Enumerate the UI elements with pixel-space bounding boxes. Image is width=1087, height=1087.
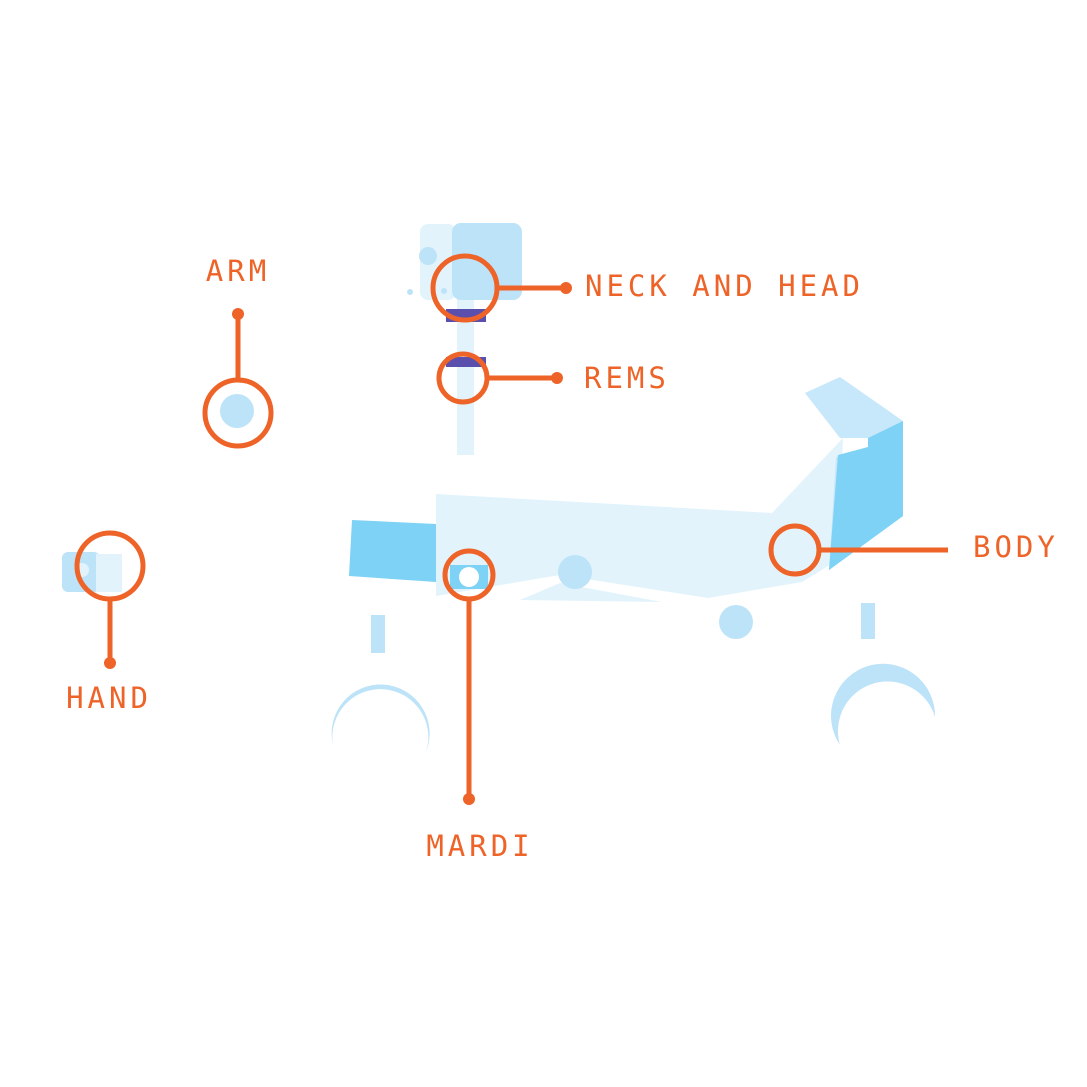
rems-dot: [551, 372, 563, 384]
mardi-dot: [463, 793, 475, 805]
callout-hand: HAND: [66, 530, 152, 715]
wheel-rear: [331, 684, 430, 752]
label-mardi: MARDI: [426, 829, 533, 863]
label-arm: ARM: [206, 254, 270, 288]
label-neck-and-head: NECK AND HEAD: [585, 269, 864, 303]
callout-neck-and-head: NECK AND HEAD: [430, 253, 864, 323]
hand-dot: [104, 657, 116, 669]
body-joint-rear: [719, 605, 753, 639]
label-rems: REMS: [584, 361, 670, 395]
wheel-front: [831, 663, 936, 745]
callout-mardi: MARDI: [426, 548, 533, 863]
rover-body: [436, 377, 903, 602]
rems-sensor-band: [446, 357, 486, 367]
wheel-middle: [601, 703, 697, 770]
label-hand: HAND: [66, 681, 152, 715]
rover-illustration: [62, 223, 936, 770]
arm-joint: [220, 394, 254, 428]
neck-and-head-dot: [560, 282, 572, 294]
arm-dot: [232, 308, 244, 320]
rover-rear-panel: [349, 520, 436, 582]
callout-arm: ARM: [202, 254, 274, 449]
leg-front: [861, 603, 875, 639]
body-joint-front: [558, 555, 592, 589]
callout-body: BODY: [768, 523, 1059, 577]
label-body: BODY: [973, 530, 1059, 564]
leg-rear: [371, 615, 385, 653]
callout-rems: REMS: [436, 351, 670, 405]
